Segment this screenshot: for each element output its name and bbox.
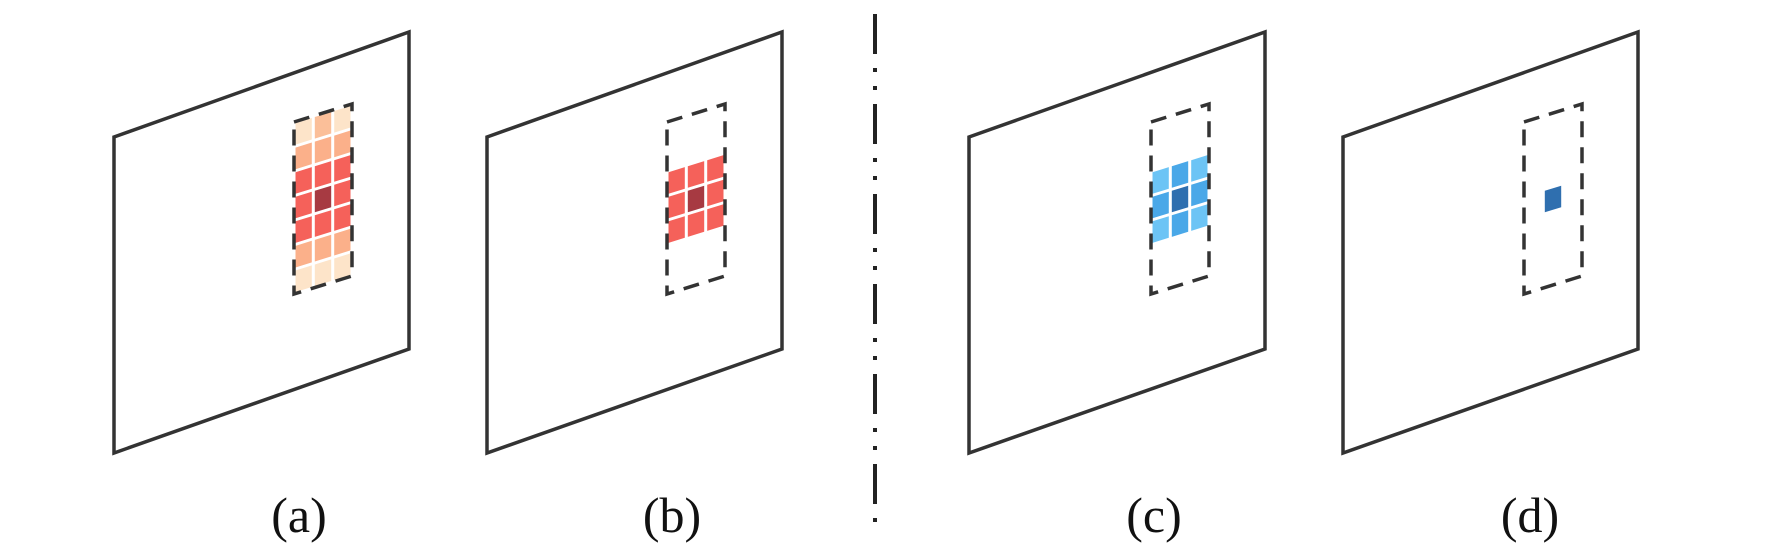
cell-d-r3-c1 (1544, 185, 1562, 213)
cell-c-r2-c1 (1171, 161, 1189, 188)
cell-c-r3-c0 (1152, 191, 1169, 219)
cell-b-r4-c0 (668, 216, 685, 243)
cell-a-r5-c0 (295, 240, 312, 268)
cell-a-r6-c1 (314, 259, 332, 286)
cell-a-r1-c2 (334, 130, 351, 158)
cell-a-r3-c2 (334, 179, 351, 207)
cell-a-r2-c1 (314, 161, 332, 188)
cell-c-r4-c1 (1171, 210, 1189, 237)
caption-b: (b) (643, 487, 701, 543)
panel-a: (a) (112, 29, 411, 543)
cell-c-r2-c0 (1152, 167, 1169, 194)
panel-b: (b) (485, 29, 784, 543)
cell-a-r0-c0 (295, 118, 312, 145)
cell-a-r5-c2 (334, 228, 351, 256)
panel-c: (c) (967, 29, 1267, 543)
cells-b (668, 155, 724, 243)
plane-d (1341, 29, 1640, 456)
cells-d (1544, 185, 1562, 213)
cell-a-r6-c0 (295, 265, 312, 292)
cell-a-r1-c1 (314, 136, 332, 164)
panel-d: (d) (1341, 29, 1640, 543)
caption-a: (a) (271, 487, 327, 543)
cell-a-r1-c0 (295, 142, 312, 170)
cell-a-r3-c1 (314, 185, 332, 213)
cell-a-r5-c1 (314, 234, 332, 262)
cell-a-r4-c0 (295, 216, 312, 243)
cell-a-r4-c1 (314, 210, 332, 237)
plane-b (485, 29, 784, 456)
cell-c-r2-c2 (1191, 155, 1208, 182)
cells-a (295, 106, 351, 292)
cell-b-r2-c2 (707, 155, 724, 182)
cell-b-r2-c1 (687, 161, 705, 188)
cell-c-r3-c2 (1191, 179, 1208, 207)
cell-a-r2-c0 (295, 167, 312, 194)
cell-a-r0-c2 (334, 106, 351, 133)
cell-a-r6-c2 (334, 253, 351, 280)
cell-a-r2-c2 (334, 155, 351, 182)
cell-a-r4-c2 (334, 204, 351, 231)
window-d (1522, 101, 1584, 297)
window-a (292, 101, 354, 297)
cell-a-r0-c1 (314, 112, 332, 139)
cell-c-r4-c2 (1191, 204, 1208, 231)
window-c (1149, 101, 1211, 297)
cells-c (1152, 155, 1208, 243)
cell-b-r3-c1 (687, 185, 705, 213)
window-b (665, 101, 727, 297)
cell-b-r2-c0 (668, 167, 685, 194)
cell-a-r3-c0 (295, 191, 312, 219)
plane-a (112, 29, 411, 456)
cell-c-r4-c0 (1152, 216, 1169, 243)
caption-c: (c) (1126, 487, 1182, 543)
cell-b-r3-c2 (707, 179, 724, 207)
cell-c-r3-c1 (1171, 185, 1189, 213)
cell-b-r4-c1 (687, 210, 705, 237)
plane-c (967, 29, 1267, 456)
caption-d: (d) (1501, 487, 1559, 543)
cell-b-r3-c0 (668, 191, 685, 219)
cell-b-r4-c2 (707, 204, 724, 231)
